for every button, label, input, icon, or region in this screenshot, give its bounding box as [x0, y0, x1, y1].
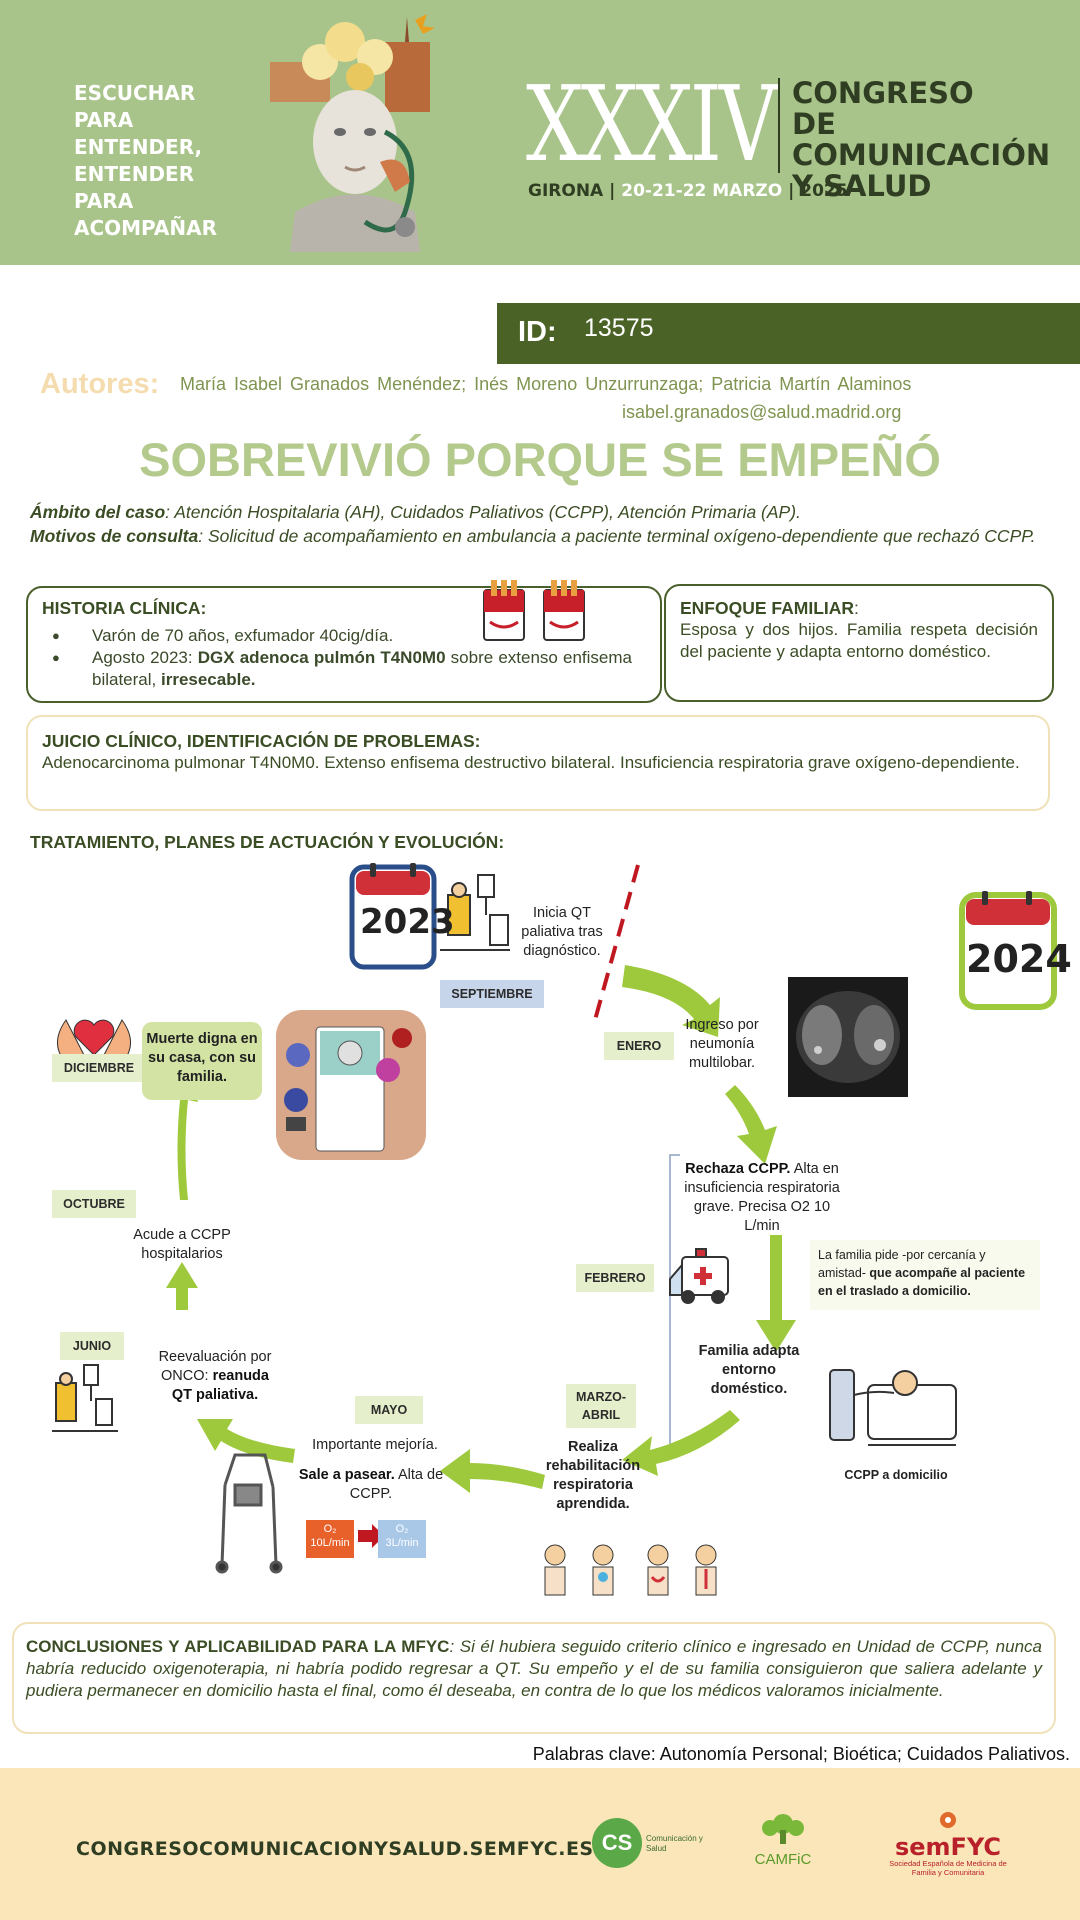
year-2023: 2023 [360, 902, 455, 942]
month-label-febrero: FEBRERO [576, 1264, 654, 1292]
scope-text: : Atención Hospitalaria (AH), Cuidados P… [165, 502, 801, 522]
month-label-diciembre: DICIEMBRE [52, 1054, 146, 1082]
congress-place-dates: GIRONA | 20-21-22 MARZO | 2025 [528, 181, 848, 201]
event-mejoria: Importante mejoría. [312, 1437, 438, 1453]
heart-hands-icon [57, 1019, 131, 1066]
cigarette-pack-icon [543, 580, 585, 641]
clinical-history-list: Varón de 70 años, exfumador 40cig/día. A… [42, 625, 646, 691]
poster-title: SOBREVIVIÓ PORQUE SE EMPEÑÓ [139, 433, 941, 486]
logo-camfic: CAMFiC [748, 1812, 818, 1882]
conclusions-heading: CONCLUSIONES Y APLICABILIDAD PARA LA MFY… [26, 1637, 450, 1656]
event-muerte-digna: Muerte digna en su casa, con su familia. [142, 1022, 262, 1100]
reason-label: Motivos de consulta [30, 526, 199, 546]
logo-semfyc: semFYC Sociedad Española de Medicina de … [878, 1810, 1018, 1880]
clinical-history-item: Varón de 70 años, exfumador 40cig/día. [52, 625, 632, 647]
congress-illustration [270, 14, 435, 252]
ccpp-home-caption: CCPP a domicilio [844, 1468, 948, 1482]
id-value: 13575 [584, 314, 654, 342]
family-approach-heading: ENFOQUE FAMILIAR: [680, 598, 859, 618]
event-acude-ccpp: Acude a CCPP hospitalarios [133, 1227, 231, 1262]
clinical-history-item: Agosto 2023: DGX adenoca pulmón T4N0M0 s… [52, 647, 632, 691]
authors-label: Autores: [40, 368, 160, 400]
event-reevaluacion: Reevaluación por ONCO: reanuda QT paliat… [158, 1349, 272, 1403]
walker-icon [215, 1453, 283, 1574]
congress-name: CONGRESO DE COMUNICACIÓN Y SALUD [792, 76, 1051, 203]
congress-edition: XXXIV [526, 63, 777, 185]
conclusions-box: CONCLUSIONES Y APLICABILIDAD PARA LA MFY… [12, 1622, 1056, 1734]
oxygen-before-badge [306, 1520, 354, 1558]
arrow-icon [358, 1524, 384, 1548]
clinical-judgement-heading: JUICIO CLÍNICO, IDENTIFICACIÓN DE PROBLE… [42, 731, 481, 751]
id-bar [497, 303, 1080, 364]
family-bedside-illustration [276, 1010, 426, 1160]
chemotherapy-icon [440, 874, 510, 951]
ct-scan-image [788, 977, 908, 1097]
semfyc-emblem-icon [940, 1812, 956, 1828]
month-label-octubre: OCTUBRE [52, 1190, 136, 1218]
event-rehabilitacion: Realiza rehabilitación respiratoria apre… [545, 1439, 641, 1512]
timeline-diagram [52, 863, 1057, 1596]
event-familia-adapta: Familia adapta entorno doméstico. [698, 1343, 800, 1397]
ambulance-icon [669, 1248, 729, 1304]
oxygen-after-badge [378, 1520, 426, 1558]
clinical-judgement-box: JUICIO CLÍNICO, IDENTIFICACIÓN DE PROBLE… [26, 715, 1050, 811]
id-label: ID: [518, 316, 557, 348]
camfic-tree-icon [762, 1814, 804, 1844]
month-label-enero: ENERO [604, 1032, 674, 1060]
footer-band [0, 1768, 1080, 1920]
calendar-2024-icon [959, 891, 1057, 1010]
scope-label: Ámbito del caso [30, 502, 166, 522]
month-label-mayo: MAYO [355, 1396, 423, 1424]
authors-names: María Isabel Granados Menéndez; Inés Mor… [180, 374, 912, 394]
family-approach-box: ENFOQUE FAMILIAR: Esposa y dos hijos. Fa… [664, 584, 1054, 702]
family-request-note: La familia pide -por cercanía y amistad-… [810, 1240, 1040, 1310]
calendar-2023-icon [349, 863, 437, 970]
event-qt-start: Inicia QT paliativa tras diagnóstico. [521, 905, 603, 959]
month-label-marzo-abril: MARZO-ABRIL [566, 1384, 636, 1428]
keywords: Palabras clave: Autonomía Personal; Bioé… [532, 1744, 1070, 1764]
congress-year: 2025 [800, 181, 848, 201]
congress-city: GIRONA [528, 181, 604, 201]
logo-comunicacion-salud: CS Comunicación y Salud [592, 1816, 703, 1876]
reason-text: : Solicitud de acompañamiento en ambulan… [198, 526, 1036, 546]
breathing-exercise-icons [544, 1544, 717, 1596]
clinical-history-heading: HISTORIA CLÍNICA: [42, 598, 207, 618]
conclusions-text: CONCLUSIONES Y APLICABILIDAD PARA LA MFY… [26, 1637, 1042, 1700]
month-label-junio: JUNIO [60, 1332, 124, 1360]
month-label-septiembre: SEPTIEMBRE [440, 980, 544, 1008]
header-divider [778, 78, 780, 173]
treatment-heading: TRATAMIENTO, PLANES DE ACTUACIÓN Y EVOLU… [30, 832, 505, 852]
clinical-history-box: HISTORIA CLÍNICA: Varón de 70 años, exfu… [26, 586, 662, 703]
congress-slogan: Escuchar para entender, entender para ac… [74, 81, 217, 240]
header-banner [0, 0, 1080, 265]
congress-dates: 20-21-22 MARZO [621, 181, 783, 201]
year-2024: 2024 [966, 937, 1072, 981]
congress-website[interactable]: CONGRESOCOMUNICACIONYSALUD.SEMFYC.ES [76, 1838, 594, 1860]
event-sale-pasear: Sale a pasear. Alta de CCPP. [298, 1467, 444, 1502]
author-email: isabel.granados@salud.madrid.org [622, 402, 902, 422]
cigarette-pack-icon [483, 580, 525, 641]
chemotherapy-icon [52, 1364, 118, 1432]
clinical-judgement-text: Adenocarcinoma pulmonar T4N0M0. Extenso … [42, 753, 1020, 772]
home-oxygen-patient-icon [829, 1369, 957, 1446]
event-neumonia: Ingreso por neumonía multilobar. [685, 1017, 759, 1071]
family-approach-text: Esposa y dos hijos. Familia respeta deci… [680, 620, 1038, 661]
case-scope: Ámbito del caso: Atención Hospitalaria (… [30, 500, 1058, 548]
event-rechaza-ccpp: Rechaza CCPP. Alta en insuficiencia resp… [684, 1161, 840, 1234]
